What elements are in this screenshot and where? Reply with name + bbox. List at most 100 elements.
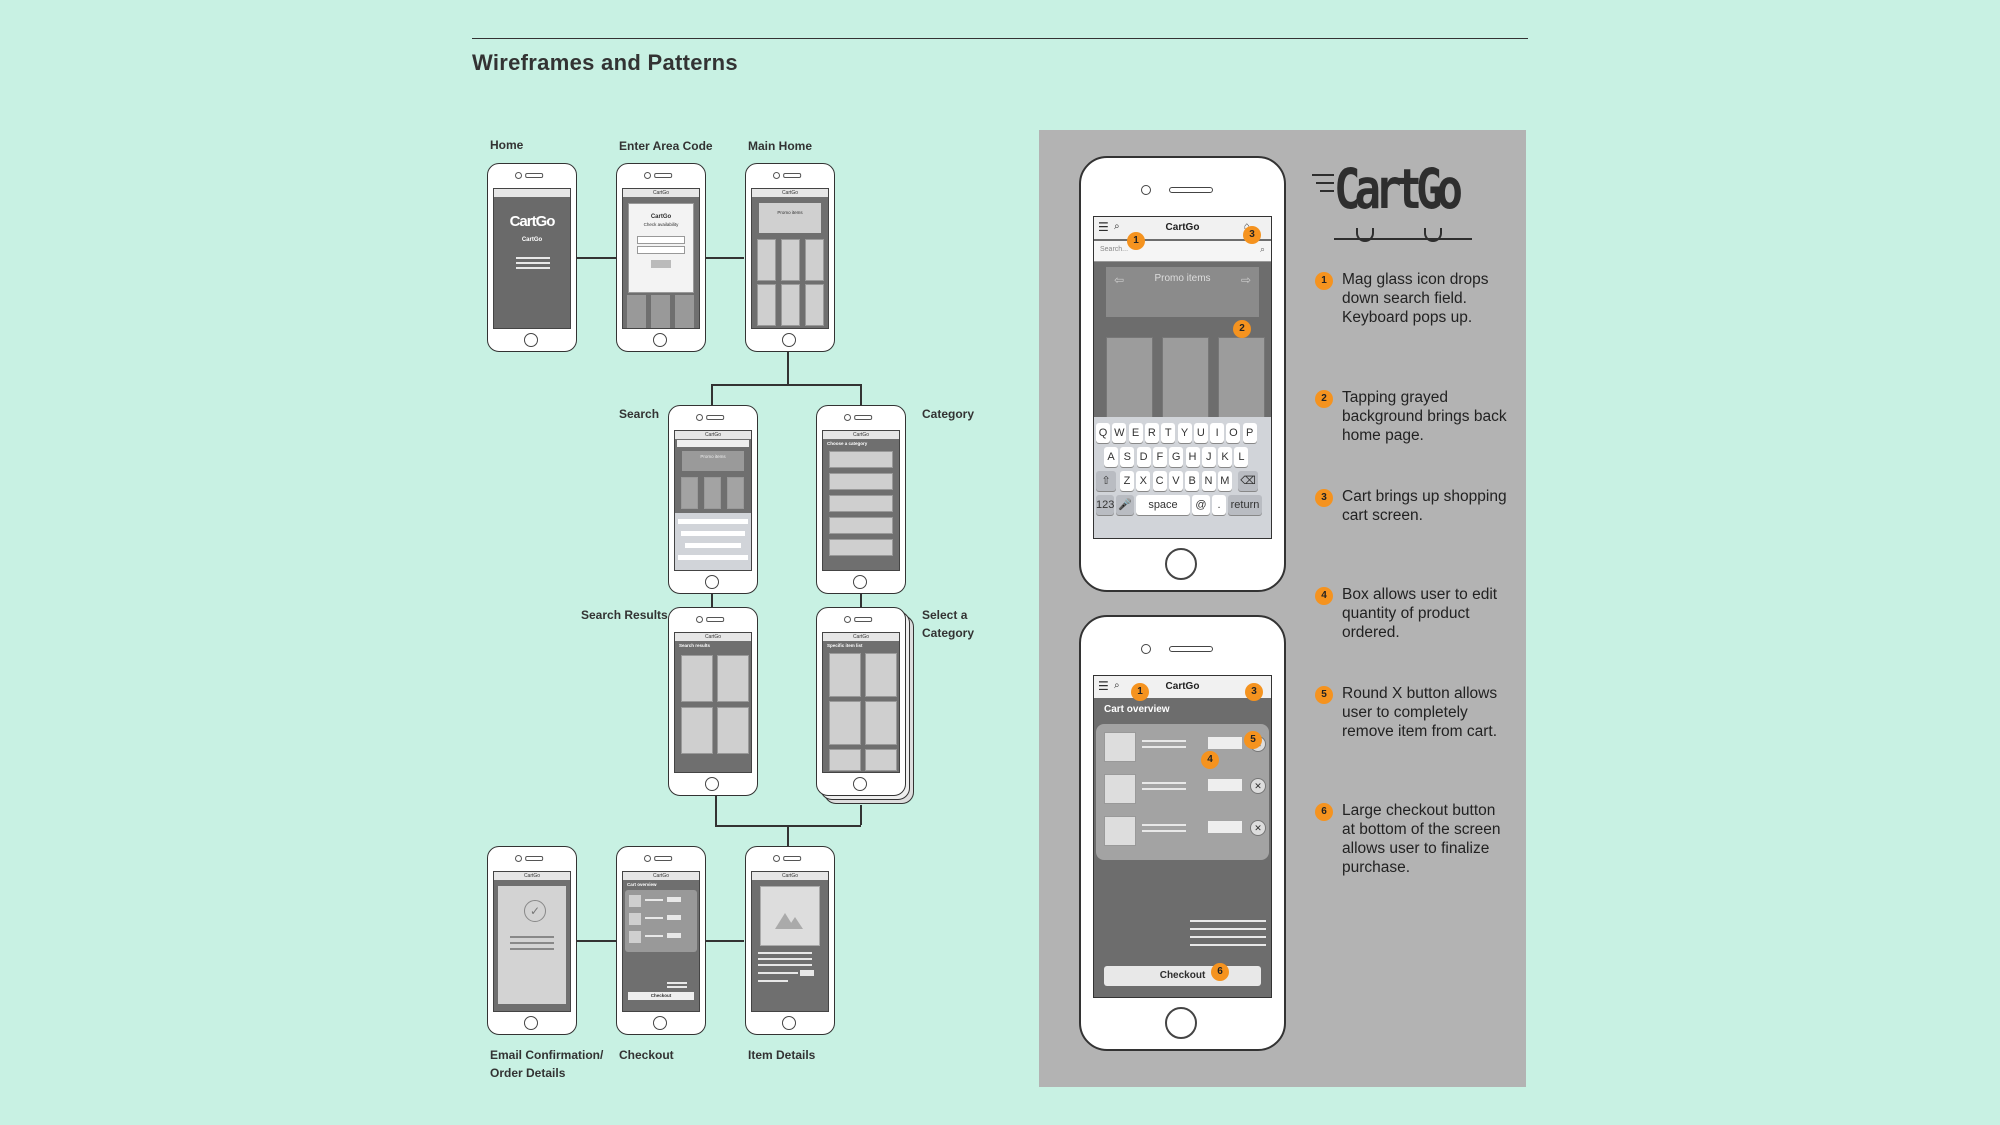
key-x[interactable]: X bbox=[1136, 471, 1151, 491]
key-q[interactable]: Q bbox=[1096, 423, 1110, 443]
connector bbox=[860, 384, 862, 406]
key-y[interactable]: Y bbox=[1177, 423, 1192, 443]
home-button bbox=[853, 575, 867, 589]
key-u[interactable]: U bbox=[1193, 423, 1208, 443]
callout-badge-3: 3 bbox=[1243, 226, 1261, 244]
shift-key-icon[interactable]: ⇧ bbox=[1096, 471, 1116, 491]
area-code-input bbox=[637, 236, 685, 244]
dialog-subtitle: Check availability bbox=[643, 222, 679, 227]
key-d[interactable]: D bbox=[1136, 447, 1151, 467]
key-t[interactable]: T bbox=[1161, 423, 1176, 443]
search-icon[interactable]: ⌕ bbox=[1259, 244, 1265, 254]
key-z[interactable]: Z bbox=[1120, 471, 1134, 491]
key-v[interactable]: V bbox=[1168, 471, 1183, 491]
key-space[interactable]: space bbox=[1136, 495, 1190, 515]
key-f[interactable]: F bbox=[1152, 447, 1167, 467]
key-return[interactable]: return bbox=[1228, 495, 1262, 515]
mini-list-title: Specific item list bbox=[827, 643, 863, 648]
dialog-title: CartGo bbox=[650, 214, 672, 220]
label-search: Search bbox=[619, 407, 660, 421]
mini-keyboard bbox=[675, 513, 751, 570]
key-w[interactable]: W bbox=[1112, 423, 1127, 443]
connector bbox=[711, 384, 713, 406]
backspace-key-icon[interactable]: ⌫ bbox=[1238, 471, 1258, 491]
product-image-icon bbox=[1104, 774, 1136, 804]
mini-category-title: Choose a category bbox=[827, 441, 868, 446]
search-placeholder: Search... bbox=[1100, 246, 1129, 253]
checkout-button[interactable]: Checkout bbox=[1104, 966, 1261, 986]
search-field[interactable]: Search... ⌕ bbox=[1094, 241, 1271, 262]
home-button bbox=[782, 333, 796, 347]
callout-badge-3: 3 bbox=[1245, 683, 1263, 701]
key-123[interactable]: 123 bbox=[1096, 495, 1114, 515]
callout-badge-4: 4 bbox=[1201, 751, 1219, 769]
key-p[interactable]: P bbox=[1242, 423, 1257, 443]
search-icon[interactable]: ⌕ bbox=[1114, 221, 1120, 232]
remove-item-icon[interactable]: ✕ bbox=[1250, 778, 1266, 794]
note-badge-3: 3 bbox=[1315, 489, 1333, 507]
key-m[interactable]: M bbox=[1217, 471, 1232, 491]
mini-promo-banner: Promo items bbox=[682, 451, 744, 471]
wireframe-home: CartGo CartGo bbox=[487, 163, 577, 352]
mini-logo: CartGo bbox=[509, 213, 556, 230]
quantity-box[interactable] bbox=[1208, 779, 1242, 791]
key-dot[interactable]: . bbox=[1212, 495, 1226, 515]
note-badge-2: 2 bbox=[1315, 390, 1333, 408]
mini-cart-title: Cart overview bbox=[627, 882, 657, 887]
key-h[interactable]: H bbox=[1185, 447, 1200, 467]
note-badge-4: 4 bbox=[1315, 587, 1333, 605]
annotated-search-screen: CartGo ☰ ⌕ ⌂ Search... ⌕ Promo items ⇦ ⇨… bbox=[1079, 156, 1286, 592]
key-k[interactable]: K bbox=[1218, 447, 1233, 467]
key-at[interactable]: @ bbox=[1192, 495, 1210, 515]
connector bbox=[787, 825, 789, 847]
home-button bbox=[1165, 1007, 1197, 1039]
hamburger-icon[interactable]: ☰ bbox=[1098, 679, 1109, 693]
mini-status-bar: CartGo bbox=[752, 189, 828, 197]
quantity-box[interactable] bbox=[1208, 821, 1242, 833]
key-l[interactable]: L bbox=[1234, 447, 1249, 467]
key-i[interactable]: I bbox=[1210, 423, 1225, 443]
search-icon[interactable]: ⌕ bbox=[1114, 680, 1120, 691]
key-e[interactable]: E bbox=[1128, 423, 1143, 443]
mini-status-bar: CartGo bbox=[494, 872, 570, 880]
note-3: Cart brings up shopping cart screen. bbox=[1342, 488, 1507, 524]
connector bbox=[577, 940, 616, 942]
connector bbox=[705, 940, 744, 942]
remove-item-icon[interactable]: ✕ bbox=[1250, 820, 1266, 836]
mini-status-bar: CartGo bbox=[623, 872, 699, 880]
mini-status-bar: CartGo bbox=[675, 431, 751, 439]
area-code-dialog: CartGo Check availability bbox=[628, 203, 694, 293]
key-n[interactable]: N bbox=[1201, 471, 1216, 491]
home-button bbox=[524, 1016, 538, 1030]
key-j[interactable]: J bbox=[1201, 447, 1216, 467]
key-g[interactable]: G bbox=[1169, 447, 1184, 467]
wireframe-checkout: CartGo Cart overview Checkout bbox=[616, 846, 706, 1035]
note-badge-1: 1 bbox=[1315, 272, 1333, 290]
page-title: Wireframes and Patterns bbox=[472, 50, 738, 75]
connector bbox=[711, 384, 861, 386]
key-c[interactable]: C bbox=[1152, 471, 1167, 491]
connector bbox=[860, 805, 862, 825]
label-category: Category bbox=[922, 407, 975, 421]
wireframe-category: CartGo Choose a category bbox=[816, 405, 906, 594]
check-icon: ✓ bbox=[524, 900, 546, 922]
arrow-right-icon[interactable]: ⇨ bbox=[1240, 273, 1251, 287]
quantity-box[interactable] bbox=[1208, 737, 1242, 749]
key-b[interactable]: B bbox=[1185, 471, 1200, 491]
key-a[interactable]: A bbox=[1104, 447, 1118, 467]
mini-status-bar bbox=[494, 189, 570, 197]
label-select-category-line2: Category bbox=[922, 626, 975, 640]
logo-wordmark: CartGo bbox=[1334, 158, 1463, 222]
home-button bbox=[705, 777, 719, 791]
wireframe-search-results: CartGo Search results bbox=[668, 607, 758, 796]
microphone-key-icon[interactable]: 🎤 bbox=[1116, 495, 1134, 515]
hamburger-icon[interactable]: ☰ bbox=[1098, 220, 1109, 234]
arrow-left-icon[interactable]: ⇦ bbox=[1114, 273, 1125, 287]
wireframe-enter-area-code: CartGo CartGo Check availability bbox=[616, 163, 706, 352]
key-r[interactable]: R bbox=[1144, 423, 1159, 443]
key-o[interactable]: O bbox=[1226, 423, 1241, 443]
label-item-details: Item Details bbox=[748, 1048, 816, 1062]
key-s[interactable]: S bbox=[1120, 447, 1135, 467]
promo-banner: Promo items ⇦ ⇨ bbox=[1106, 267, 1259, 317]
